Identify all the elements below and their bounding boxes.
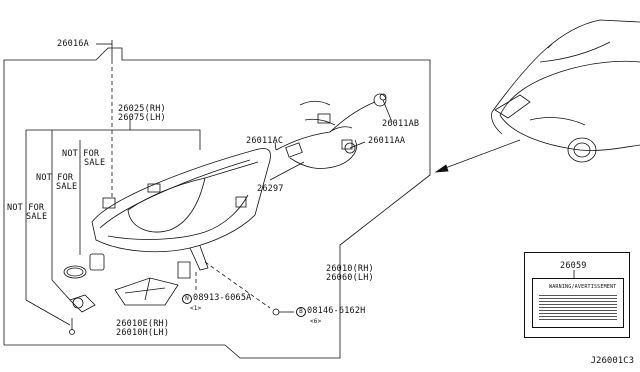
vehicle-sketch <box>491 19 640 151</box>
warning-label-text-lines <box>539 293 617 321</box>
part-26025-rh: 26025(RH) <box>118 104 166 114</box>
bolt-b-qty: <6> <box>310 318 322 325</box>
not-for-sale-note-3b: SALE <box>26 212 48 222</box>
part-26010E-rh: 26010E(RH) <box>116 319 170 329</box>
part-26010H-lh: 26010H(LH) <box>116 328 170 338</box>
warning-label-card: WARNING/AVERTISSEMENT <box>532 278 624 328</box>
headlamp-housing <box>91 148 271 253</box>
not-for-sale-note-3a: NOT FOR <box>7 203 45 213</box>
bolt-n-code: N <box>182 294 192 304</box>
wiring-harness <box>275 101 376 151</box>
part-26297: 26297 <box>257 184 284 194</box>
bolt-b-part-number: 08146-6162H <box>307 306 366 316</box>
part-26011AC: 26011AC <box>246 136 284 146</box>
part-26060-lh: 26060(LH) <box>326 273 374 283</box>
not-for-sale-note-2b: SALE <box>56 182 78 192</box>
frame-outline <box>3 47 431 359</box>
part-26016A: 26016A <box>57 39 89 49</box>
part-26075-lh: 26075(LH) <box>118 113 166 123</box>
part-26059: 26059 <box>560 261 587 271</box>
bolt-n-part-number: 08913-6065A <box>193 293 252 303</box>
not-for-sale-note-1b: SALE <box>84 158 106 168</box>
part-26011AA: 26011AA <box>368 136 406 146</box>
warning-label-title: WARNING/AVERTISSEMENT <box>549 284 617 290</box>
warning-label-box <box>524 252 630 338</box>
part-26011AB: 26011AB <box>382 119 420 129</box>
not-for-sale-note-2a: NOT FOR <box>36 173 74 183</box>
ballast-module <box>114 277 179 306</box>
diagram-id: J26001C3 <box>590 356 634 366</box>
not-for-sale-note-1a: NOT FOR <box>62 149 100 159</box>
bolt-n-qty: <1> <box>190 305 202 312</box>
bolt-b-code: B <box>296 307 306 317</box>
part-26010-rh: 26010(RH) <box>326 264 374 274</box>
